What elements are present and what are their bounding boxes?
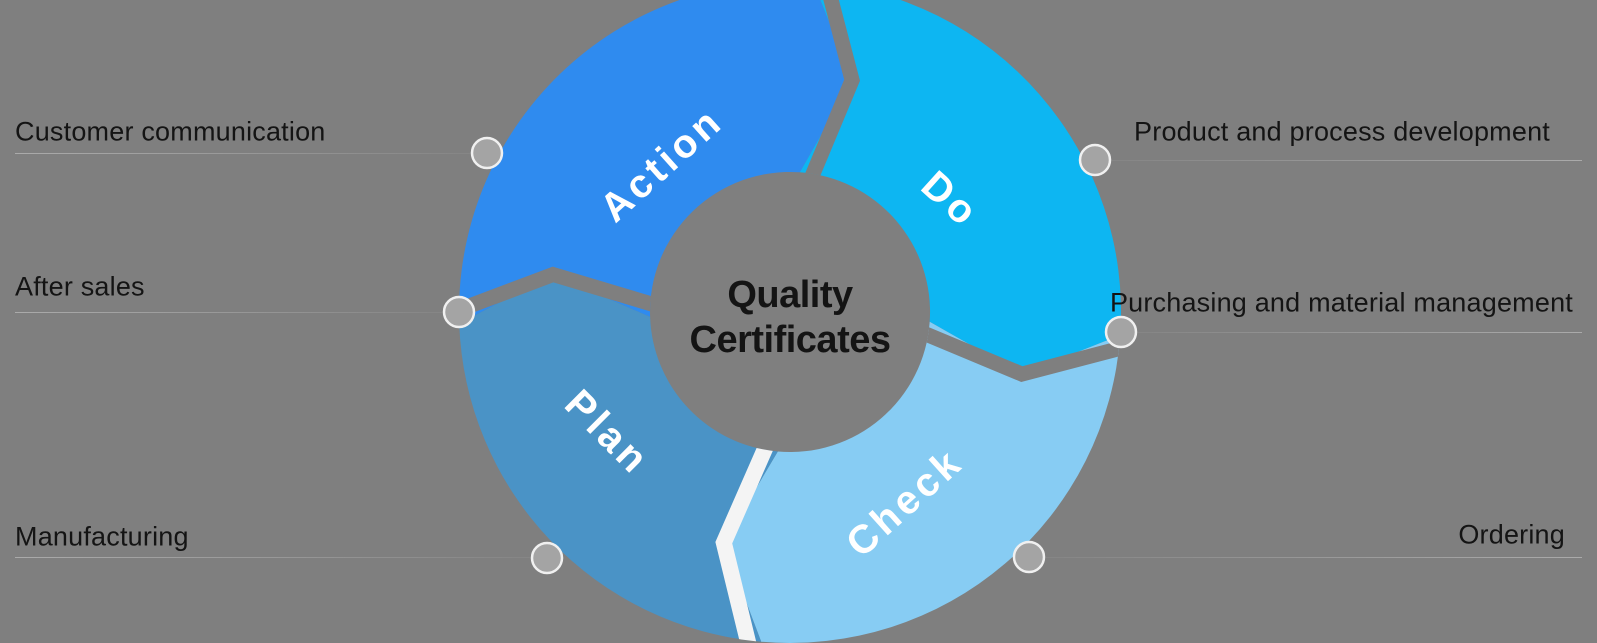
leader-line: [1138, 332, 1582, 333]
connector-dot: [442, 295, 476, 329]
side-label-left: Manufacturing: [15, 521, 189, 552]
leader-line: [15, 312, 442, 313]
junction-gap-band: [790, 0, 860, 216]
center-title: Quality Certificates: [690, 273, 891, 363]
leader-line: [1046, 557, 1582, 558]
side-label-right: Purchasing and material management: [1109, 287, 1573, 318]
side-label-right: Ordering: [1458, 519, 1565, 550]
side-label-left: After sales: [15, 271, 145, 302]
connector-dot: [470, 136, 504, 170]
leader-line: [15, 153, 470, 154]
side-label-right: Product and process development: [1134, 116, 1550, 147]
connector-dots: [442, 136, 1138, 575]
cycle-segments: [459, 0, 1121, 643]
center-title-line1: Quality: [727, 274, 853, 316]
segment-gaps: [458, 0, 1122, 643]
connector-dot: [530, 541, 564, 575]
connector-dot: [1104, 315, 1138, 349]
junction-gap-band: [886, 312, 1122, 382]
center-title-line2: Certificates: [689, 319, 891, 361]
side-label-left: Customer communication: [15, 116, 326, 147]
connector-dot: [1078, 143, 1112, 177]
leader-line: [1112, 160, 1582, 161]
segment-check-arrow: [723, 321, 1121, 643]
segment-action-arrow: [459, 0, 853, 324]
junction-gap-band: [715, 408, 789, 643]
leader-line: [15, 557, 530, 558]
segment-do-arrow: [799, 0, 1121, 375]
segment-plan-arrow: [459, 274, 778, 642]
connector-dot: [1012, 540, 1046, 574]
